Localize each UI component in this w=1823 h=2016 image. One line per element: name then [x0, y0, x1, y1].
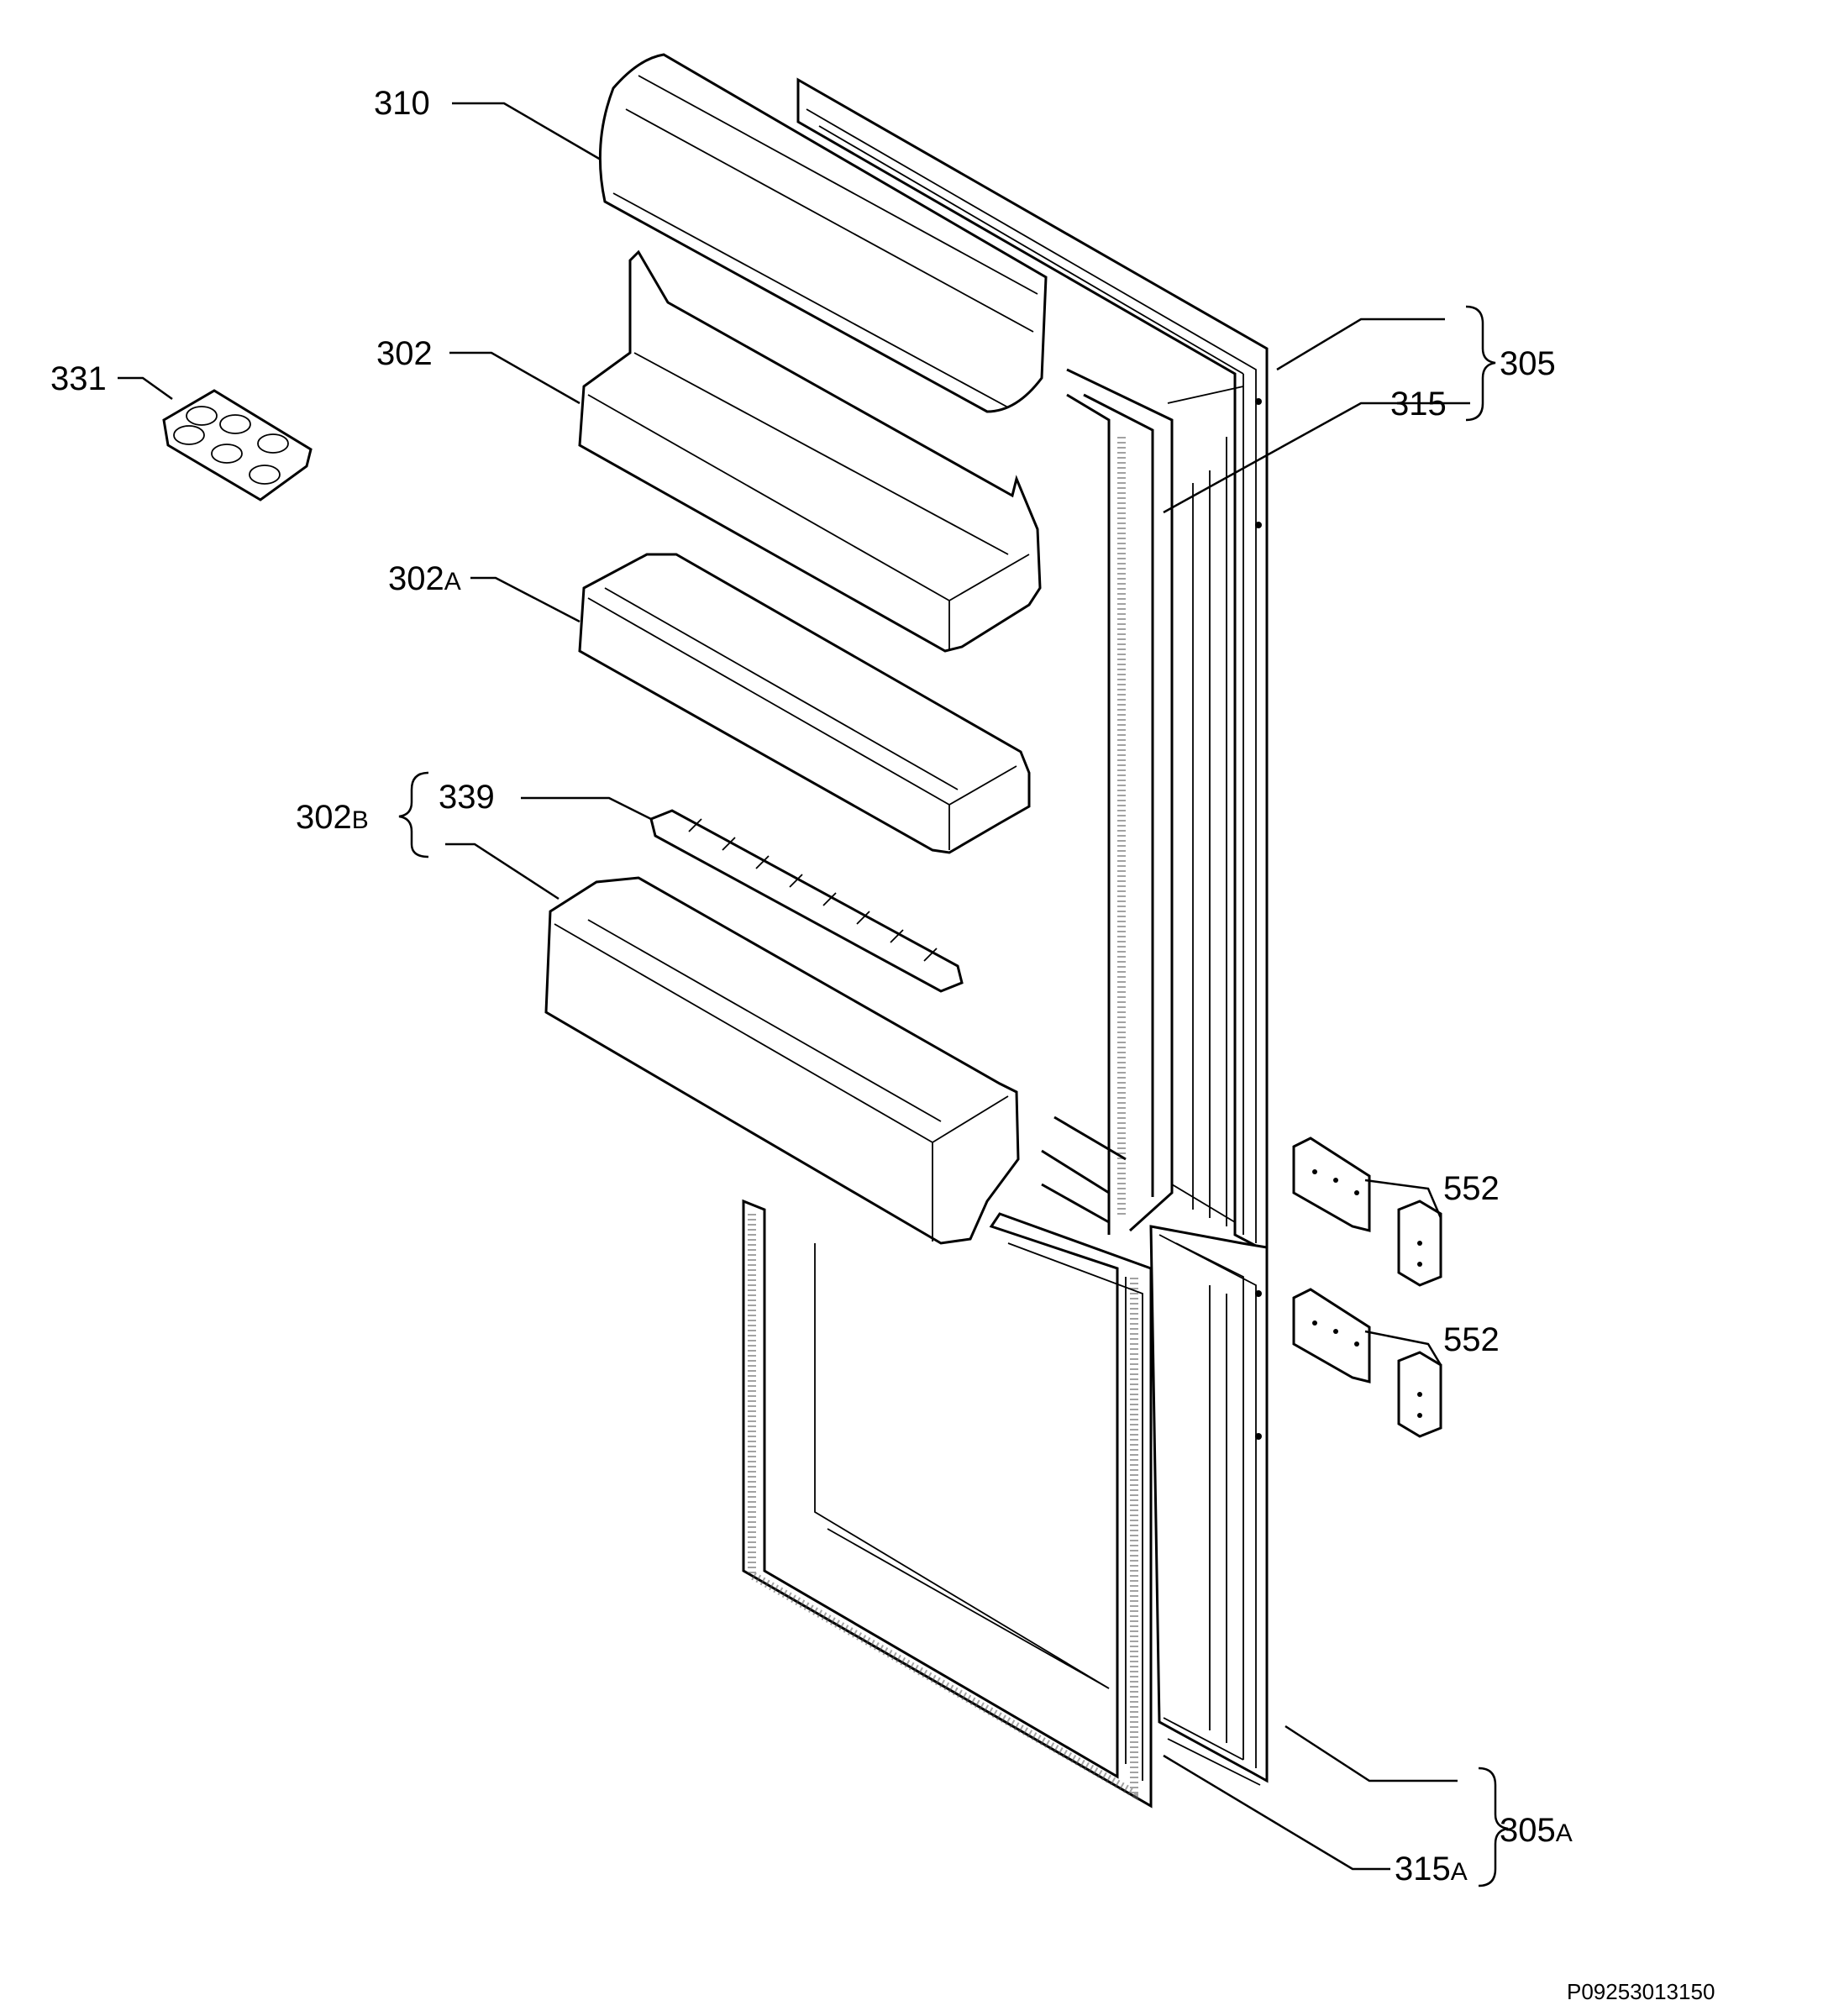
callout-315A: 315A — [1395, 1851, 1468, 1887]
egg-tray-331 — [162, 389, 313, 501]
callout-331: 331 — [50, 360, 107, 397]
door-shelf-302B — [544, 876, 1020, 1245]
brace-302B — [398, 771, 429, 858]
bottle-rack-339 — [649, 809, 964, 993]
callout-302A: 302A — [388, 560, 461, 597]
callout-302B: 302B — [296, 799, 369, 836]
door-shelf-302 — [578, 249, 1042, 653]
callout-labels: 310 302 331 305 315 302A 302B 339 552 55… — [50, 85, 1715, 2004]
callout-552-lower: 552 — [1443, 1321, 1500, 1358]
callout-302: 302 — [376, 335, 433, 372]
callout-315: 315 — [1390, 386, 1447, 423]
hinge-cover-552-lower — [1292, 1288, 1442, 1438]
document-id: P09253013150 — [1567, 1979, 1715, 2004]
shelf-cover-310 — [598, 53, 1048, 413]
brace-305 — [1465, 305, 1496, 422]
hinge-cover-552-upper — [1292, 1137, 1442, 1287]
rack-teeth — [688, 818, 938, 962]
callout-305A: 305A — [1500, 1812, 1573, 1849]
callout-339: 339 — [439, 779, 495, 816]
callout-310: 310 — [374, 85, 430, 122]
brace-305A — [1478, 1767, 1509, 1887]
lower-door-305A — [1149, 1225, 1269, 1786]
door-shelf-302A — [578, 553, 1031, 854]
upper-door-305 — [796, 77, 1269, 1254]
lower-gasket-315A — [742, 1199, 1153, 1809]
callout-305: 305 — [1500, 345, 1556, 382]
upper-gasket-315 — [1041, 368, 1174, 1235]
leader-lines — [118, 102, 1470, 1871]
callout-552-upper: 552 — [1443, 1170, 1500, 1207]
